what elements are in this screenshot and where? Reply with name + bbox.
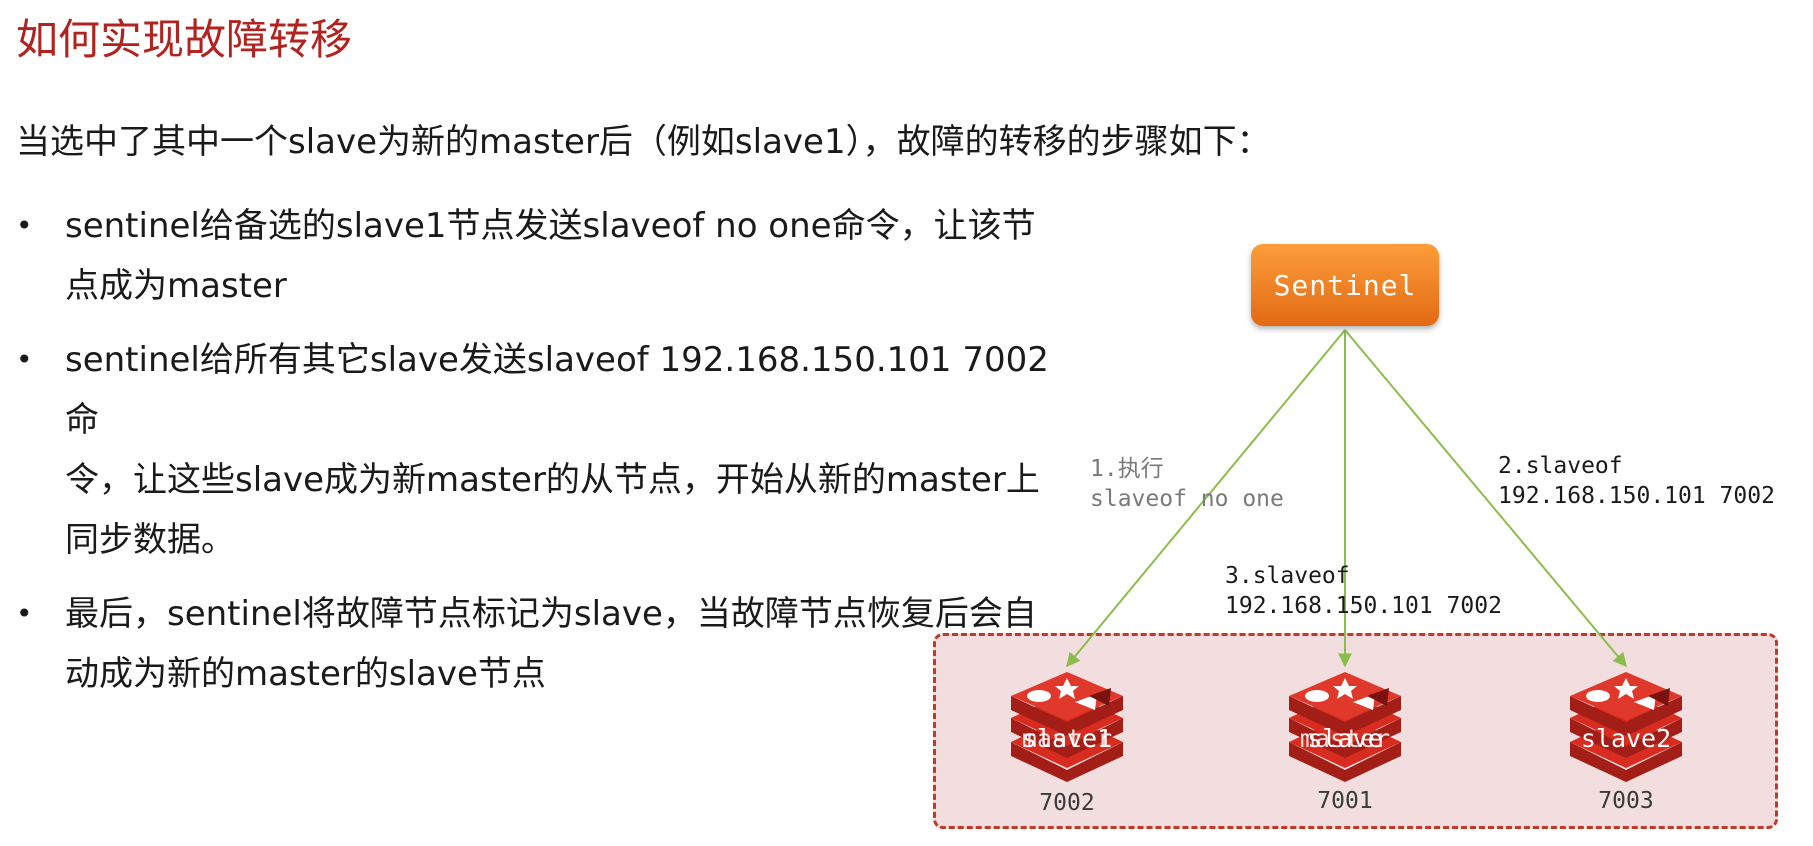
redis-node-slave1: master slave1 xyxy=(1005,672,1129,782)
bullet-3-line-1: 最后，sentinel将故障节点标记为slave，当故障节点恢复后会自 xyxy=(65,594,1037,634)
bullet-dot: • xyxy=(16,597,33,630)
bullet-2-line-2: 令，让这些slave成为新master的从节点，开始从新的master上 xyxy=(65,460,1040,500)
edge-3-line-2: 192.168.150.101 7002 xyxy=(1225,593,1502,619)
bullet-dot: • xyxy=(16,209,33,242)
node-2-port: 7001 xyxy=(1317,788,1373,814)
redis-logo-icon xyxy=(1011,672,1123,782)
node-3-port: 7003 xyxy=(1598,788,1654,814)
sentinel-label: Sentinel xyxy=(1273,268,1417,302)
sentinel-node: Sentinel xyxy=(1251,244,1439,326)
bullet-3-line-2: 动成为新的master的slave节点 xyxy=(65,654,546,694)
bullet-item-2: • sentinel给所有其它slave发送slaveof 192.168.15… xyxy=(0,330,1060,570)
redis-node-slave2: slave2 xyxy=(1564,672,1688,782)
node-1-overlay-label: master xyxy=(1021,724,1113,753)
edge-3-line-1: 3.slaveof xyxy=(1225,563,1350,589)
redis-logo-icon xyxy=(1570,672,1682,782)
node-3-label: slave2 xyxy=(1580,724,1672,753)
bullet-1-line-1: sentinel给备选的slave1节点发送slaveof no one命令，让… xyxy=(65,206,1036,246)
redis-node-slave: master slave xyxy=(1283,672,1407,782)
edge-1-line-2: slaveof no one xyxy=(1090,486,1284,512)
arrow-to-slave2 xyxy=(1344,329,1627,668)
bullet-2-line-1: sentinel给所有其它slave发送slaveof 192.168.150.… xyxy=(65,340,1049,440)
edge-label-1: 1.执行 slaveof no one xyxy=(1090,454,1284,514)
edge-label-2: 2.slaveof 192.168.150.101 7002 xyxy=(1498,451,1775,511)
bullet-dot: • xyxy=(16,343,33,376)
redis-logo-icon xyxy=(1289,672,1401,782)
bullet-item-1: • sentinel给备选的slave1节点发送slaveof no one命令… xyxy=(0,196,1060,316)
edge-2-line-1: 2.slaveof xyxy=(1498,453,1623,479)
node-2-overlay-label: master xyxy=(1299,724,1391,753)
node-1-port: 7002 xyxy=(1039,790,1095,816)
bullet-item-3: • 最后，sentinel将故障节点标记为slave，当故障节点恢复后会自 动成… xyxy=(0,584,1060,704)
bullet-1-line-2: 点成为master xyxy=(65,266,287,306)
edge-1-line-1: 1.执行 xyxy=(1090,456,1164,482)
bullet-2-line-3: 同步数据。 xyxy=(65,520,235,560)
intro-text: 当选中了其中一个slave为新的master后（例如slave1），故障的转移的… xyxy=(16,122,1271,162)
node-1-label: slave1 xyxy=(1021,724,1113,753)
edge-2-line-2: 192.168.150.101 7002 xyxy=(1498,483,1775,509)
bullet-list: • sentinel给备选的slave1节点发送slaveof no one命令… xyxy=(0,196,1060,718)
edge-label-3: 3.slaveof 192.168.150.101 7002 xyxy=(1225,561,1502,621)
page-title: 如何实现故障转移 xyxy=(16,15,353,64)
node-2-label: slave xyxy=(1307,724,1383,753)
arrow-to-slave1 xyxy=(1066,329,1346,668)
